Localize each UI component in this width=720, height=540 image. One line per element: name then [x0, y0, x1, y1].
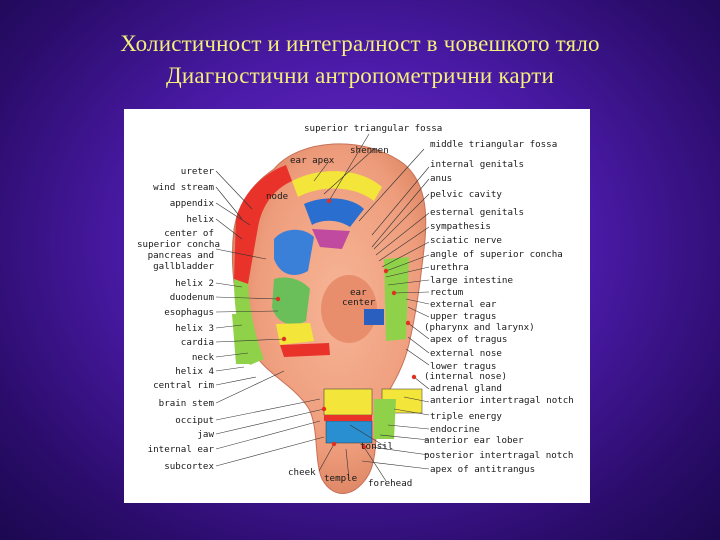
- left-labels: ureter wind stream appendix helix center…: [137, 166, 220, 472]
- label-helix-2: helix 2: [175, 278, 214, 289]
- ear-acupuncture-map: superior triangular fossa shenmen ear ap…: [137, 123, 574, 495]
- helix-red-zone: [234, 165, 292, 284]
- label-ureter: ureter: [181, 166, 215, 177]
- antitragus-green-zone: [232, 314, 252, 364]
- label-subcortex: subcortex: [164, 461, 214, 472]
- label-central-rim: central rim: [153, 380, 214, 391]
- label-urethra: urethra: [430, 262, 469, 273]
- label-upper-tragus: upper tragus: [430, 311, 496, 322]
- label-pelvic-cavity: pelvic cavity: [430, 189, 502, 200]
- label-jaw: jaw: [197, 429, 214, 440]
- label-sympathesis: sympathesis: [430, 221, 491, 232]
- label-anterior-ear-lober: anterior ear lober: [424, 435, 524, 446]
- label-ear-apex: ear apex: [290, 155, 335, 166]
- triangular-fossa-magenta-zone: [312, 229, 350, 249]
- lobe-eyes-block: [325, 420, 373, 444]
- label-neck: neck: [192, 352, 215, 363]
- label-ear: ear: [350, 287, 367, 298]
- label-endocrine: endocrine: [430, 424, 480, 435]
- label-pharynx-larynx: (pharynx and larynx): [424, 322, 535, 333]
- label-lower-tragus: lower tragus: [430, 361, 496, 372]
- right-labels: superior triangular fossa shenmen ear ap…: [290, 123, 574, 475]
- inner-labels: node ear center tonsil cheek temple fore…: [266, 191, 412, 489]
- label-external-ear: external ear: [430, 299, 497, 310]
- label-posterior-intertragal-notch: posterior intertragal notch: [424, 450, 573, 461]
- label-superior-triangular-fossa: superior triangular fossa: [304, 123, 442, 134]
- leader-lines: [215, 133, 430, 482]
- label-internal-nose: (internal nose): [424, 371, 507, 382]
- label-sciatic-nerve: sciatic nerve: [430, 235, 502, 246]
- concha-red-zone: [280, 343, 330, 357]
- label-brain-stem: brain stem: [159, 398, 215, 409]
- lobe-tongue-block: [323, 388, 373, 416]
- label-cheek: cheek: [288, 467, 316, 478]
- ear-diagram-panel: superior triangular fossa shenmen ear ap…: [124, 109, 590, 503]
- label-node: node: [266, 191, 288, 202]
- label-shenmen: shenmen: [350, 145, 389, 156]
- label-duodenum: duodenum: [170, 292, 215, 303]
- label-middle-triangular-fossa: middle triangular fossa: [430, 139, 557, 150]
- label-esternal-genitals: esternal genitals: [430, 207, 524, 218]
- label-center-of: center of: [164, 228, 214, 239]
- rim-yellow-zone: [292, 171, 382, 201]
- lobe-green-zone: [374, 399, 396, 439]
- label-internal-ear: internal ear: [148, 444, 215, 455]
- label-rectum: rectum: [430, 287, 464, 298]
- slide-title: Холистичност и интегралност в човешкото …: [120, 31, 600, 56]
- label-triple-energy: triple energy: [430, 411, 502, 422]
- label-tonsil: tonsil: [360, 441, 393, 452]
- slide-subtitle: Диагностични антропометрични карти: [166, 63, 554, 88]
- label-superior-concha: superior concha: [137, 239, 220, 250]
- label-large-intestine: large intestine: [430, 275, 513, 286]
- lobe-red-strip: [324, 415, 372, 421]
- acupoint-dots: [275, 198, 417, 450]
- concha-cavity: [321, 275, 377, 343]
- label-temple: temple: [324, 473, 357, 484]
- label-forehead: forehead: [368, 478, 412, 489]
- label-apex-of-tragus: apex of tragus: [430, 334, 507, 345]
- helix-green-zone: [234, 279, 264, 365]
- label-helix-4: helix 4: [175, 366, 214, 377]
- label-cardia: cardia: [181, 337, 214, 348]
- label-center: center: [342, 297, 376, 308]
- label-appendix: appendix: [170, 198, 215, 209]
- label-anus: anus: [430, 173, 452, 184]
- label-angle-of-superior-concha: angle of superior concha: [430, 249, 563, 260]
- label-pancreas-and: pancreas and: [148, 250, 214, 261]
- concha-green-zone: [272, 277, 310, 325]
- label-esophagus: esophagus: [164, 307, 214, 318]
- label-helix: helix: [186, 214, 214, 225]
- superior-fossa-blue-zone: [304, 198, 364, 227]
- label-anterior-intertragal-notch: anterior intertragal notch: [430, 395, 574, 406]
- concha-blue-zone: [274, 229, 314, 275]
- label-wind-stream: wind stream: [153, 182, 214, 193]
- label-adrenal-gland: adrenal gland: [430, 383, 502, 394]
- label-external-nose: external nose: [430, 348, 502, 359]
- label-occiput: occiput: [175, 415, 214, 426]
- label-gallbladder: gallbladder: [153, 261, 214, 272]
- label-apex-of-antitrangus: apex of antitrangus: [430, 464, 535, 475]
- label-helix-3: helix 3: [175, 323, 214, 334]
- ear-center-blue-block: [364, 309, 384, 325]
- tragus-green-zone: [384, 257, 409, 341]
- label-internal-genitals: internal genitals: [430, 159, 524, 170]
